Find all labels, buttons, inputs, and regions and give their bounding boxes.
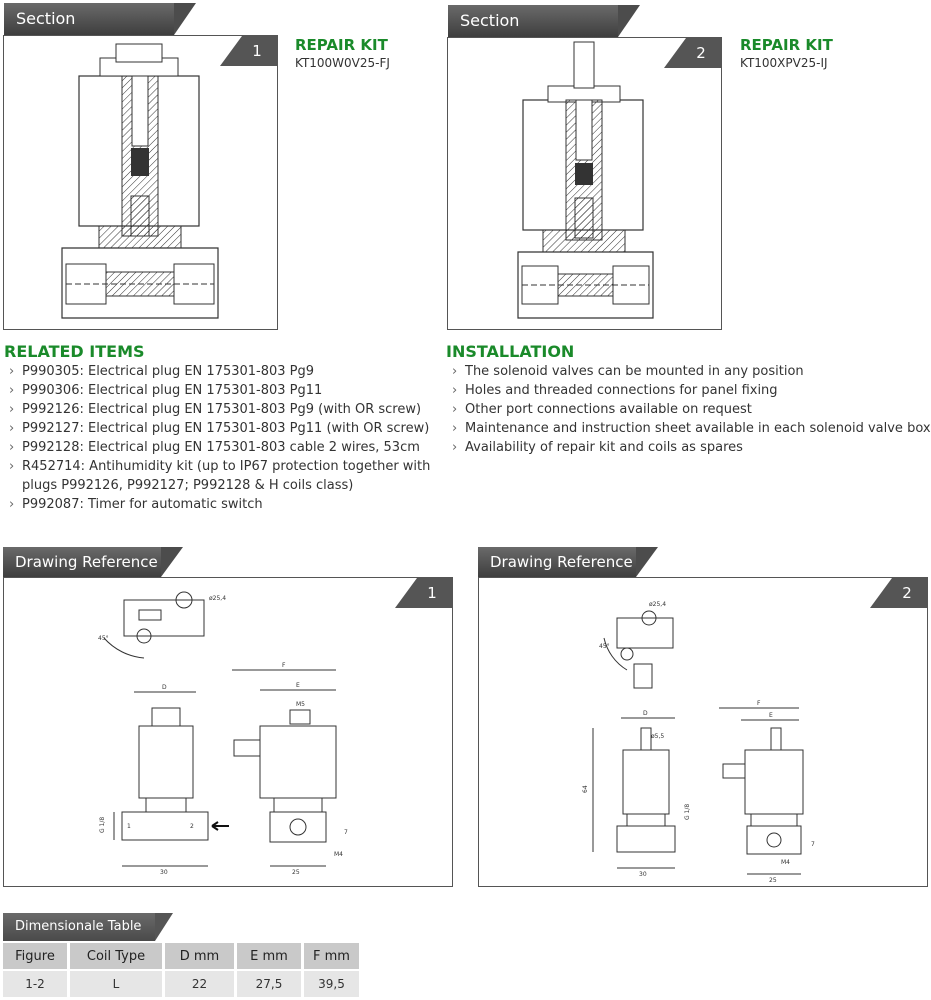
width-30-label: 30: [639, 871, 647, 878]
section-number-2: 2: [664, 38, 722, 68]
width-25-label: 25: [292, 869, 300, 876]
dim-e-label: E: [769, 712, 773, 719]
list-item: P992087: Timer for automatic switch: [6, 495, 436, 514]
dia-55-label: ø5,5: [651, 733, 664, 740]
list-item: P992126: Electrical plug EN 175301-803 P…: [6, 400, 436, 419]
column-header: D mm: [165, 943, 234, 969]
repair-kit-code-1: KT100W0V25-FJ: [295, 56, 390, 70]
width-25-label: 25: [769, 877, 777, 884]
table-row: 1-2 L 22 27,5 39,5: [3, 971, 359, 997]
list-item: Availability of repair kit and coils as …: [449, 438, 931, 457]
section-box-1: 1: [3, 35, 278, 330]
m5-label: M5: [296, 701, 305, 708]
section-number-1: 1: [220, 36, 278, 66]
dimension-table-section: Dimensionale Table Figure Coil Type D mm…: [3, 913, 362, 999]
related-items-list: P990305: Electrical plug EN 175301-803 P…: [6, 362, 436, 514]
list-item: R452714: Antihumidity kit (up to IP67 pr…: [6, 457, 436, 495]
list-item: Maintenance and instruction sheet availa…: [449, 419, 931, 438]
list-item: P990306: Electrical plug EN 175301-803 P…: [6, 381, 436, 400]
technical-drawing-2: 45° ø25,4 D ø5,5 64 G 1/8 30 F E 25 7 M4: [582, 601, 815, 884]
installation-list: The solenoid valves can be mounted in an…: [449, 362, 931, 457]
table-cell: 27,5: [237, 971, 301, 997]
repair-kit-code-2: KT100XPV25-IJ: [740, 56, 828, 70]
angle-label: 45°: [98, 635, 109, 642]
list-item: P990305: Electrical plug EN 175301-803 P…: [6, 362, 436, 381]
dim-f-label: F: [282, 662, 286, 669]
valve-cross-section-1: [61, 43, 219, 319]
table-cell: 22: [165, 971, 234, 997]
list-item: Other port connections available on requ…: [449, 400, 931, 419]
diameter-label: ø25,4: [649, 601, 666, 608]
angle-label: 45°: [599, 643, 610, 650]
port-1-label: 1: [127, 823, 131, 830]
dim-f-label: F: [757, 700, 761, 707]
valve-cross-section-2: [517, 41, 654, 319]
table-cell: 1-2: [3, 971, 67, 997]
column-header: Coil Type: [70, 943, 162, 969]
related-items-title: RELATED ITEMS: [4, 342, 145, 361]
dimension-table: Figure Coil Type D mm E mm F mm 1-2 L 22…: [0, 941, 362, 999]
repair-kit-title-1: REPAIR KIT: [295, 36, 388, 54]
height-7-label: 7: [811, 841, 815, 848]
height-7-label: 7: [344, 829, 348, 836]
drawing-number-1: 1: [395, 578, 453, 608]
list-item: P992127: Electrical plug EN 175301-803 P…: [6, 419, 436, 438]
dimension-table-title: Dimensionale Table: [3, 913, 173, 941]
width-30-label: 30: [160, 869, 168, 876]
dim-d-label: D: [162, 684, 167, 691]
drawing-number-2: 2: [870, 578, 928, 608]
drawing-tab-1: Drawing Reference: [3, 547, 183, 577]
m4-label: M4: [781, 859, 790, 866]
list-item: Holes and threaded connections for panel…: [449, 381, 931, 400]
repair-kit-title-2: REPAIR KIT: [740, 36, 833, 54]
table-cell: 39,5: [304, 971, 359, 997]
table-cell: L: [70, 971, 162, 997]
installation-title: INSTALLATION: [446, 342, 575, 361]
list-item: The solenoid valves can be mounted in an…: [449, 362, 931, 381]
dim-d-label: D: [643, 710, 648, 717]
section-tab-2: Section: [448, 5, 640, 37]
technical-drawing-1: 45° ø25,4 D 1 2 G 1/8 30 F E M5 25 7 M4: [98, 591, 348, 876]
list-item: P992128: Electrical plug EN 175301-803 c…: [6, 438, 436, 457]
section-tab-1: Section: [4, 3, 196, 35]
column-header: E mm: [237, 943, 301, 969]
drawing-box-2: 2 45° ø25,4 D ø5,5 64 G 1/8 30 F E 25: [478, 577, 928, 887]
table-header-row: Figure Coil Type D mm E mm F mm: [3, 943, 359, 969]
section-box-2: 2: [447, 37, 722, 330]
thread-label: G 1/8: [684, 804, 691, 820]
m4-label: M4: [334, 851, 343, 858]
drawing-box-1: 1 45° ø25,4 D 1 2 G 1/8 30 F E M5: [3, 577, 453, 887]
port-2-label: 2: [190, 823, 194, 830]
column-header: Figure: [3, 943, 67, 969]
thread-label: G 1/8: [99, 817, 106, 833]
drawing-tab-2: Drawing Reference: [478, 547, 658, 577]
diameter-label: ø25,4: [209, 595, 226, 602]
height-64-label: 64: [582, 785, 589, 793]
dim-e-label: E: [296, 682, 300, 689]
column-header: F mm: [304, 943, 359, 969]
